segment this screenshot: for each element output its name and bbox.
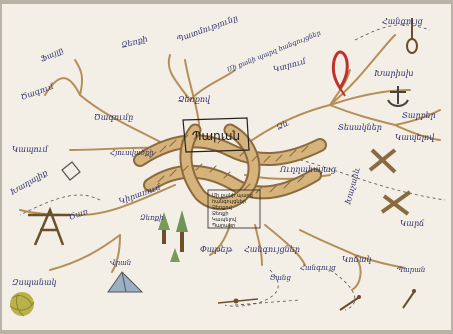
branch-main-label: Կապում — [12, 145, 49, 154]
branch-child-label: Հանգույց — [382, 17, 424, 26]
branch-child-label: Փաթեթ — [200, 245, 233, 254]
branch-main-label: Ձեռքով — [178, 95, 210, 104]
branch-child-label: Հանգույց — [300, 264, 336, 272]
central-title: Պարան — [192, 129, 240, 143]
branch-child-label: Կարճ — [400, 219, 425, 228]
yarn-ball-icon — [10, 292, 34, 316]
branch-main-label: Հանգույցներ — [244, 245, 300, 254]
branch-child-label: Կապելով — [395, 133, 434, 142]
branch-child-label: Ցանց — [270, 274, 291, 282]
branch-main-label: Ծագումը — [94, 113, 133, 122]
paper-sheet — [2, 4, 451, 330]
branch-child-label: Ուղղահայաց — [279, 165, 337, 174]
branch-main-label: Տեսակներ — [338, 123, 382, 132]
branch-child-label: Զսպանակ — [12, 278, 57, 287]
branch-child-label: Տարբեր — [402, 111, 436, 120]
branch-child-label: Կոճակ — [342, 255, 371, 264]
branch-child-label: Պարան — [397, 266, 425, 274]
branch-child-label: Հյուսվածքի — [110, 149, 154, 157]
branch-child-label: Ձեռքի — [140, 214, 164, 222]
branch-child-label: Վրան — [110, 259, 131, 267]
branch-child-label: Խարիսխ — [374, 69, 414, 78]
note-line: Պարանը — [212, 223, 235, 229]
